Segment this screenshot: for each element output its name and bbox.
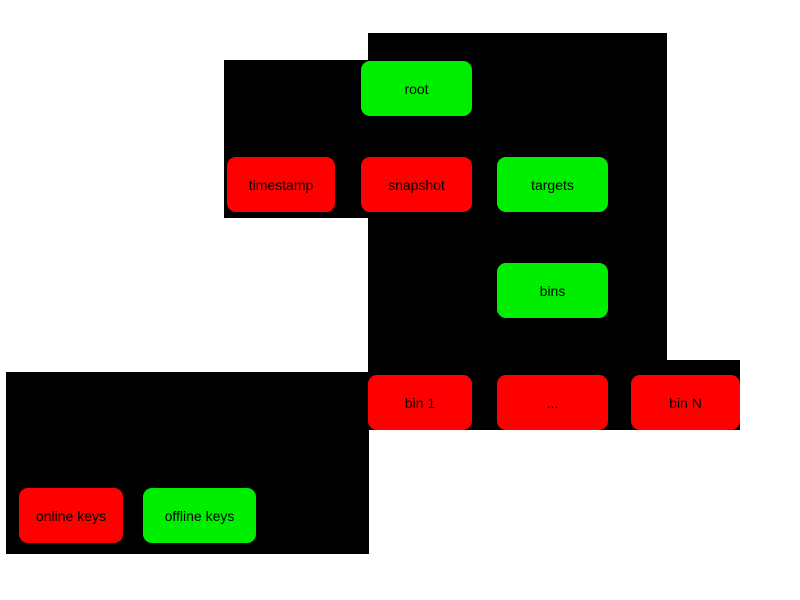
node-root[interactable]: root bbox=[361, 61, 472, 116]
node-bins[interactable]: bins bbox=[497, 263, 608, 318]
node-online-keys[interactable]: online keys bbox=[19, 488, 123, 543]
node-label-bins: bins bbox=[539, 282, 566, 299]
node-label-offline-keys: offline keys bbox=[164, 507, 235, 524]
node-bin-n[interactable]: bin N bbox=[631, 375, 740, 430]
node-label-online-keys: online keys bbox=[35, 507, 107, 524]
node-label-bin-1: bin 1 bbox=[404, 394, 436, 411]
node-timestamp[interactable]: timestamp bbox=[227, 157, 335, 212]
node-label-targets: targets bbox=[531, 176, 574, 193]
node-bin-ellipsis[interactable]: ... bbox=[497, 375, 608, 430]
node-targets[interactable]: targets bbox=[497, 157, 608, 212]
node-label-bin-n: bin N bbox=[669, 394, 702, 411]
node-offline-keys[interactable]: offline keys bbox=[143, 488, 256, 543]
node-label-root: root bbox=[404, 80, 429, 97]
node-label-timestamp: timestamp bbox=[248, 176, 314, 193]
node-label-bin-ellipsis: ... bbox=[546, 394, 559, 411]
node-snapshot[interactable]: snapshot bbox=[361, 157, 472, 212]
node-label-snapshot: snapshot bbox=[388, 176, 445, 193]
node-bin-1[interactable]: bin 1 bbox=[368, 375, 472, 430]
